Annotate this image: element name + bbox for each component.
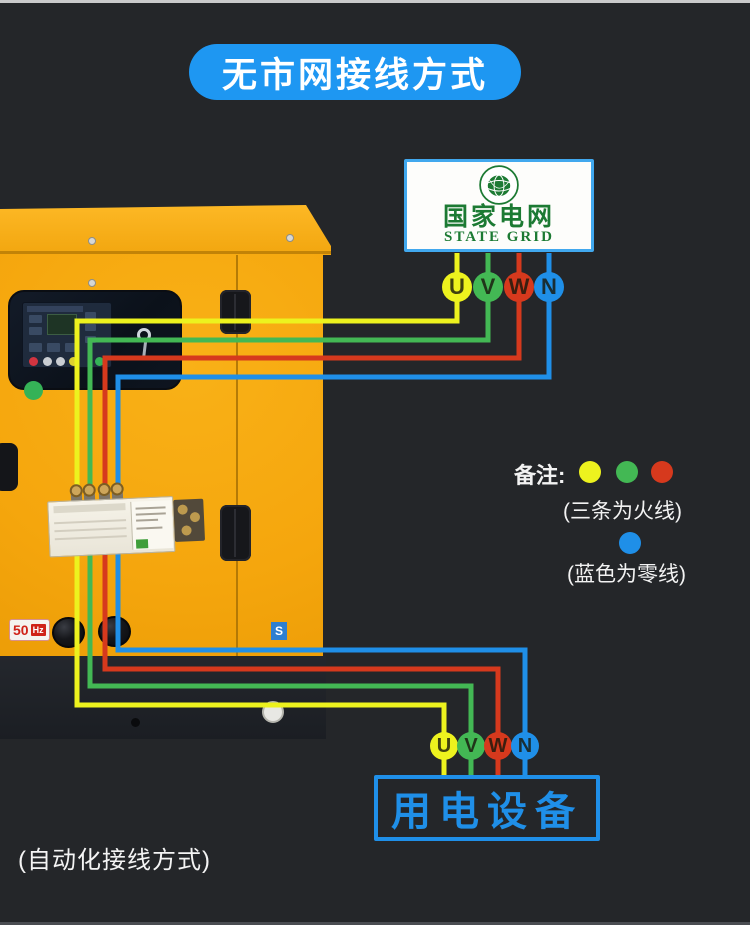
panel-button [85,336,96,343]
brass-terminal-icon [181,525,192,536]
legend-live-dot-red [651,461,673,483]
top-edge-line [0,0,750,3]
title-banner: 无市网接线方式 [189,44,521,100]
frequency-unit: Hz [30,624,46,636]
ats-label-line [136,518,159,522]
door-latch-icon [0,443,18,491]
terminal-w: W [484,732,512,760]
panel-led-green [95,357,104,366]
legend-live-dot-green [616,461,638,483]
ats-label-line [136,526,163,530]
ats-groove [54,527,127,533]
panel-button [29,343,42,352]
terminal-n: N [534,272,564,302]
panel-button [47,343,60,352]
vent-icon [98,616,131,647]
panel-button [65,343,78,352]
terminal-u: U [430,732,458,760]
legend-live-dot-yellow [579,461,601,483]
panel-led-yellow [69,357,78,366]
terminal-u: U [442,272,472,302]
ats-rear-terminals [173,498,206,542]
panel-button [85,324,96,331]
panel-header-strip [27,306,83,312]
door-sticker: S [271,622,287,640]
panel-led [43,357,52,366]
terminal-v: V [473,272,503,302]
bolt-icon [131,718,140,727]
ats-rating-label [130,500,174,550]
control-panel [22,302,112,368]
screw-icon [286,234,294,242]
bottom-edge-line [0,922,750,925]
viewing-window [8,290,182,390]
legend-neutral-dot-blue [619,532,641,554]
state-grid-box: 国家电网 STATE GRID [404,159,594,252]
state-grid-name-en: STATE GRID [444,229,554,245]
terminal-v: V [457,732,485,760]
ats-label-line [135,512,166,516]
panel-button [29,315,42,323]
ats-green-sticker [135,539,149,549]
vent-icon [52,617,85,648]
state-grid-globe-icon [479,165,519,205]
legend-neutral-note: (蓝色为零线) [567,563,686,586]
brass-terminal-icon [177,504,188,515]
generator-roof [0,205,331,255]
bottom-caption: (自动化接线方式) [18,847,211,874]
ats-switch [46,479,209,560]
key-stem-icon [141,340,148,361]
ats-groove [54,519,127,525]
terminal-w: W [504,272,534,302]
door-hinge-icon [220,290,251,334]
screw-icon [88,237,96,245]
equipment-label: 用电设备 [391,790,583,834]
legend-live-note: (三条为火线) [563,500,682,523]
panel-led-red [29,357,38,366]
brass-terminal-icon [189,511,201,523]
panel-button [85,312,96,319]
terminal-n: N [511,732,539,760]
equipment-box: 用电设备 [374,775,600,841]
generator-roof-fold [0,251,331,254]
base-frame [0,656,326,739]
silver-cap-icon [262,701,284,723]
door-hinge-icon [220,505,251,561]
state-grid-name-cn: 国家电网 [442,203,555,231]
ats-body [47,496,176,558]
green-indicator-dot [24,381,43,400]
legend-label: 备注: [514,463,566,488]
panel-screen [47,314,77,335]
frequency-value: 50 [13,622,29,638]
ats-groove [54,535,127,541]
ats-header-band [53,503,126,514]
panel-led [56,357,65,366]
frequency-label: 50 Hz [10,620,49,640]
generator-photo: 50 Hz S [0,205,334,739]
ats-label-line [135,506,166,510]
screw-icon [88,279,96,287]
panel-button [29,327,42,335]
page-title: 无市网接线方式 [221,55,488,95]
